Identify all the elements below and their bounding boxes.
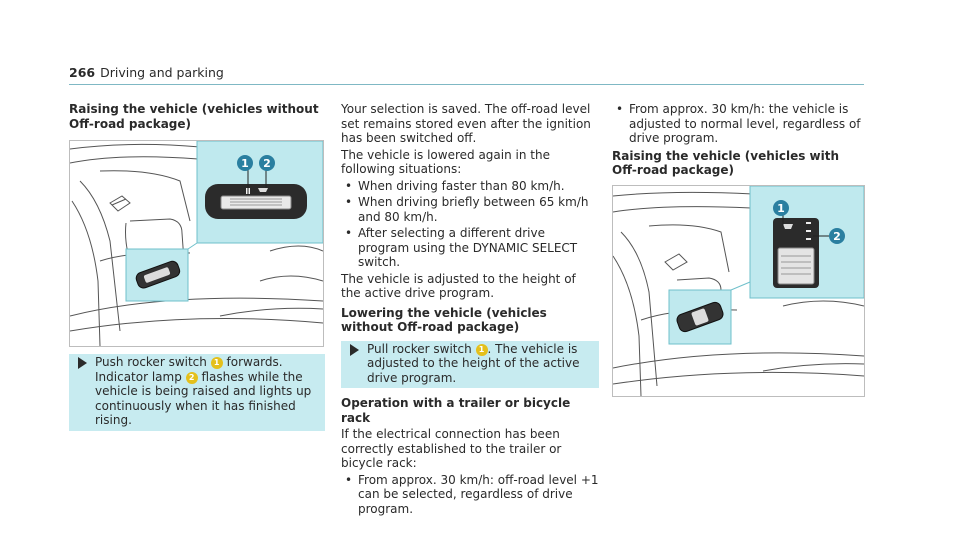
step-arrow-icon	[350, 343, 359, 356]
instruction-step-lower: Pull rocker switch 1. The vehicle is adj…	[341, 340, 599, 388]
badge-2: 2	[185, 371, 198, 384]
figure-label-2: 2	[833, 230, 841, 243]
bullet-item: •After selecting a different drive progr…	[345, 226, 578, 269]
figure-console-switch: 1 2	[69, 140, 324, 347]
instruction-step-raise: Push rocker switch 1 forwards. Indicator…	[69, 354, 325, 431]
bullet-item: •From approx. 30 km/h: off-road level +1…	[345, 472, 599, 516]
paragraph-selection-saved: Your selection is saved. The off-road le…	[341, 102, 591, 145]
figure-offroad-switch: 1 2	[612, 185, 865, 397]
heading-raising-without-offroad: Raising the vehicle (vehicles without Of…	[69, 102, 319, 131]
heading-trailer-operation: Operation with a trailer or bicycle rack	[341, 396, 571, 425]
step-arrow-icon	[78, 357, 87, 369]
section-title: Driving and parking	[100, 65, 224, 80]
badge-1: 1	[475, 343, 488, 356]
figure-label-2: 2	[263, 157, 271, 170]
badge-1: 1	[210, 357, 223, 369]
bullet-item: •When driving faster than 80 km/h.	[345, 178, 565, 193]
header-rule	[69, 84, 864, 85]
column-3: •From approx. 30 km/h: the vehicle is ad…	[612, 102, 862, 180]
column-1: Raising the vehicle (vehicles without Of…	[69, 102, 325, 133]
heading-lowering-without-offroad: Lowering the vehicle (vehicles without O…	[341, 305, 547, 335]
paragraph-trailer-connection: If the electrical connection has been co…	[341, 427, 562, 470]
bullet-item: •From approx. 30 km/h: the vehicle is ad…	[616, 102, 861, 145]
heading-raising-with-offroad: Raising the vehicle (vehicles with Off-r…	[612, 148, 840, 178]
page-header: 266 Driving and parking	[69, 65, 224, 80]
figure-label-1: 1	[241, 157, 249, 170]
bullet-item: •When driving briefly between 65 km/h an…	[345, 195, 589, 224]
figure-label-1: 1	[777, 202, 785, 215]
paragraph-lowered-situations: The vehicle is lowered again in the foll…	[341, 147, 550, 177]
column-1-step: Push rocker switch 1 forwards. Indicator…	[69, 354, 325, 431]
column-2: Your selection is saved. The off-road le…	[341, 102, 599, 518]
paragraph-adjusted-height: The vehicle is adjusted to the height of…	[341, 271, 576, 301]
page-number: 266	[69, 65, 96, 80]
